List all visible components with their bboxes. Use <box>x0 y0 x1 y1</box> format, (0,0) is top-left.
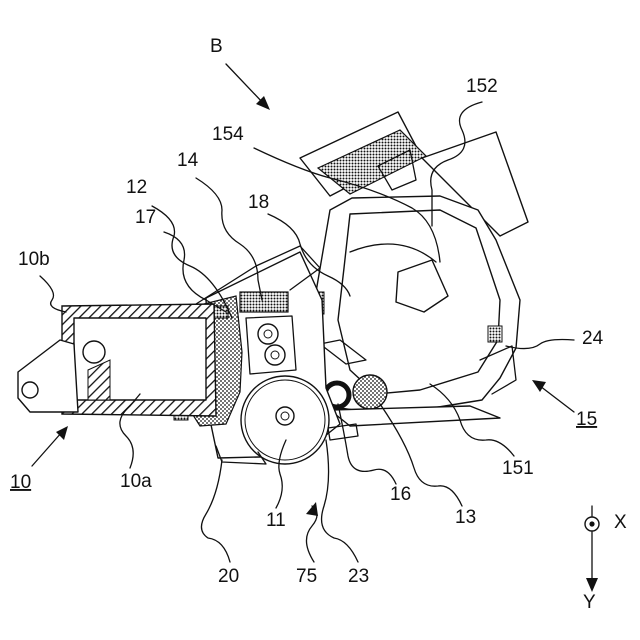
label-24: 24 <box>582 328 604 349</box>
cartridge-bottom-frame <box>330 406 500 426</box>
arrow-15 <box>540 386 574 412</box>
arrow-10 <box>32 432 62 466</box>
label-20: 20 <box>218 566 239 587</box>
label-16: 16 <box>390 484 411 505</box>
label-13: 13 <box>455 507 476 528</box>
cap-knob <box>22 382 38 398</box>
cleaning-blade-14 <box>240 292 288 312</box>
label-11: 11 <box>266 510 286 531</box>
label-12: 12 <box>126 177 147 198</box>
label-14: 14 <box>177 150 199 171</box>
label-17: 17 <box>135 207 156 228</box>
arrow-15-head <box>532 380 546 392</box>
label-10: 10 <box>10 472 31 493</box>
label-B: B <box>210 36 223 57</box>
label-23: 23 <box>348 566 369 587</box>
axis-X-dot <box>589 521 594 526</box>
label-152: 152 <box>466 76 498 97</box>
leader-23 <box>322 440 358 562</box>
axis-Y-arrow-head <box>586 578 598 592</box>
label-10a: 10a <box>120 471 152 492</box>
cap-screw <box>83 341 105 363</box>
charge-roller-12 <box>258 324 278 344</box>
arrow-10-head <box>56 426 68 440</box>
seal-right <box>488 326 502 342</box>
arrow-75-head <box>306 502 318 516</box>
label-axis-Y: Y <box>583 592 596 613</box>
label-151: 151 <box>502 458 534 479</box>
label-10b: 10b <box>18 249 50 270</box>
cartridge-end-cap <box>18 340 78 412</box>
label-15: 15 <box>576 409 597 430</box>
leader-20 <box>201 460 230 562</box>
cartridge-15 <box>300 112 528 426</box>
charge-roller-small <box>265 345 285 365</box>
label-18: 18 <box>248 192 269 213</box>
label-75: 75 <box>296 566 317 587</box>
label-154: 154 <box>212 124 244 145</box>
label-axis-X: X <box>614 512 627 533</box>
arrow-B <box>226 64 264 104</box>
supply-roller-13 <box>353 375 387 409</box>
toner-cartridge-10 <box>18 304 216 416</box>
axis-indicator <box>585 506 599 592</box>
